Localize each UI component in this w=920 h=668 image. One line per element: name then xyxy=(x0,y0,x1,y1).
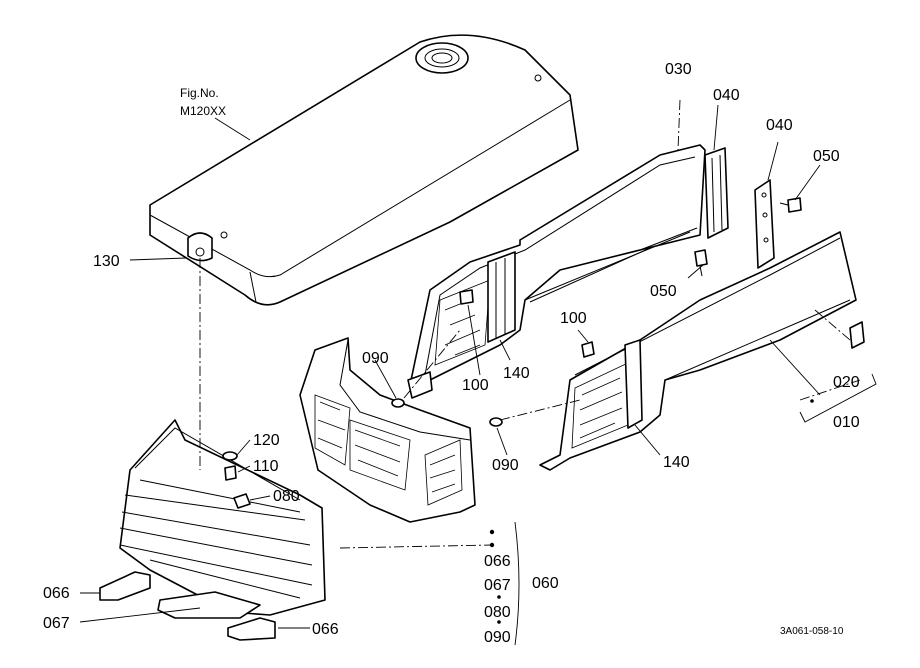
callout-067: 067 xyxy=(43,615,70,632)
drawing-code: 3A061-058-10 xyxy=(780,626,844,637)
strip-040-b xyxy=(754,179,775,269)
callout-100: 100 xyxy=(560,310,587,327)
bolt-050-b xyxy=(779,197,802,213)
set-member: 090 xyxy=(484,629,511,646)
callout-110: 110 xyxy=(253,458,279,475)
clip-080 xyxy=(233,493,251,509)
figure-number: Fig.No. M120XX xyxy=(180,86,226,118)
callout-040: 040 xyxy=(766,117,793,134)
bolt-110 xyxy=(224,465,237,481)
callout-050: 050 xyxy=(650,283,677,300)
callout-090: 090 xyxy=(492,457,519,474)
bolt-050-a xyxy=(694,249,708,277)
strip-067 xyxy=(157,591,261,619)
front-frame-060 xyxy=(299,337,476,523)
callout-100: 100 xyxy=(462,377,489,394)
side-panel-010 xyxy=(539,231,857,471)
hood-part xyxy=(149,34,579,306)
callout-030: 030 xyxy=(665,61,692,78)
callout-080: 080 xyxy=(273,488,300,505)
callout-066: 066 xyxy=(312,621,339,638)
set-member: 080 xyxy=(484,604,511,621)
set-group-label: 060 xyxy=(532,575,559,592)
callout-130: 130 xyxy=(93,253,120,270)
set-member: 067 xyxy=(484,577,511,594)
callout-066: 066 xyxy=(43,585,70,602)
emblem-020 xyxy=(849,321,865,349)
set-group-060: 060 066 067 080 090 xyxy=(484,553,559,646)
callout-020: 020 xyxy=(833,374,860,391)
bolt-100-a xyxy=(459,289,474,305)
fig-no-label: Fig.No. xyxy=(180,86,219,100)
callout-120: 120 xyxy=(253,432,280,449)
callout-140: 140 xyxy=(663,454,690,471)
leader-lines xyxy=(79,104,877,646)
front-grille xyxy=(119,419,326,616)
callout-040: 040 xyxy=(713,87,740,104)
nut-090-a xyxy=(391,398,405,408)
callout-050: 050 xyxy=(813,148,840,165)
callout-140: 140 xyxy=(503,365,530,382)
pad-066-b xyxy=(227,617,276,641)
rear-panel-030 xyxy=(407,144,706,399)
callout-090: 090 xyxy=(362,350,389,367)
pad-066-a xyxy=(99,571,151,601)
nut-090-b xyxy=(489,417,503,427)
washer-120 xyxy=(222,451,238,461)
reference-lines xyxy=(199,99,861,549)
callout-010: 010 xyxy=(833,414,860,431)
set-member: 066 xyxy=(484,553,511,570)
bolt-100-b xyxy=(581,341,595,358)
fig-no-value: M120XX xyxy=(180,104,226,118)
strip-040-a xyxy=(704,147,729,239)
callout-labels: 030 040 040 050 050 130 100 100 140 140 … xyxy=(43,61,860,638)
